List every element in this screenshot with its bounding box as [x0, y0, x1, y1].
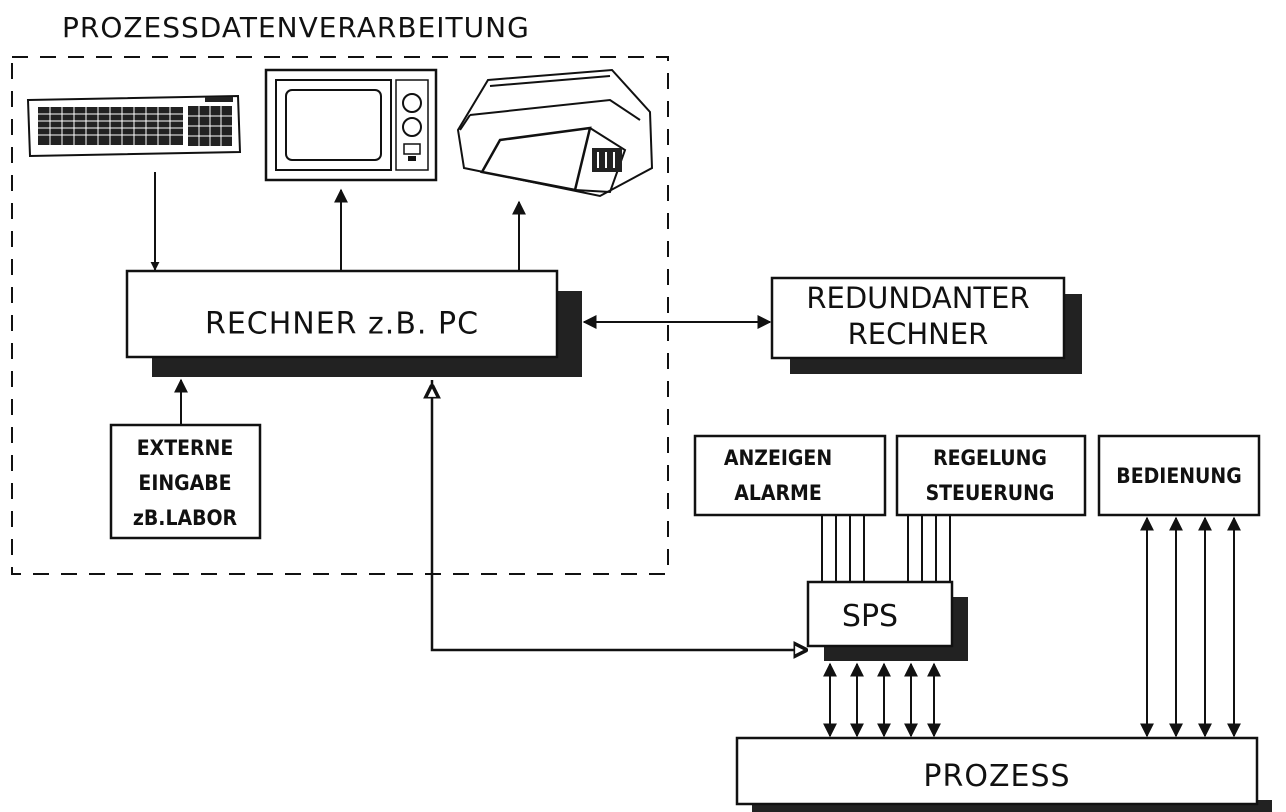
redundant-rechner-label-1: REDUNDANTER [806, 281, 1029, 315]
diagram-title: PROZESSDATENVERARBEITUNG [62, 11, 530, 44]
bedienung-label: BEDIENUNG [1116, 464, 1241, 488]
externe-label-3: zB.LABOR [133, 506, 238, 530]
regelung-steuerung-box: REGELUNG STEUERUNG [897, 436, 1085, 515]
keyboard-icon [28, 96, 240, 156]
regelung-bus-lines [908, 515, 950, 582]
bedienung-box: BEDIENUNG [1099, 436, 1259, 515]
regelung-label-2: STEUERUNG [926, 481, 1055, 505]
externe-label-1: EXTERNE [137, 436, 234, 460]
sps-label: SPS [842, 599, 898, 634]
prozess-label: PROZESS [923, 759, 1070, 794]
externe-eingabe-box: EXTERNE EINGABE zB.LABOR [111, 425, 260, 538]
rechner-label: RECHNER z.B. PC [205, 307, 479, 342]
regelung-label-1: REGELUNG [933, 446, 1047, 470]
prozess-box: PROZESS [737, 738, 1272, 812]
rechner-box: RECHNER z.B. PC [127, 271, 582, 377]
sps-prozess-arrows [830, 664, 934, 736]
redundant-rechner-box: REDUNDANTER RECHNER [772, 278, 1082, 374]
anzeigen-label-1: ANZEIGEN [724, 446, 832, 470]
printer-icon [458, 70, 652, 196]
redundant-rechner-label-2: RECHNER [848, 317, 989, 351]
monitor-icon [266, 70, 436, 180]
sps-box: SPS [808, 582, 968, 661]
bedienung-prozess-arrows [1147, 518, 1234, 736]
anzeigen-alarme-box: ANZEIGEN ALARME [695, 436, 885, 515]
anzeigen-label-2: ALARME [734, 481, 822, 505]
anzeigen-bus-lines [822, 515, 864, 582]
externe-label-2: EINGABE [138, 471, 231, 495]
